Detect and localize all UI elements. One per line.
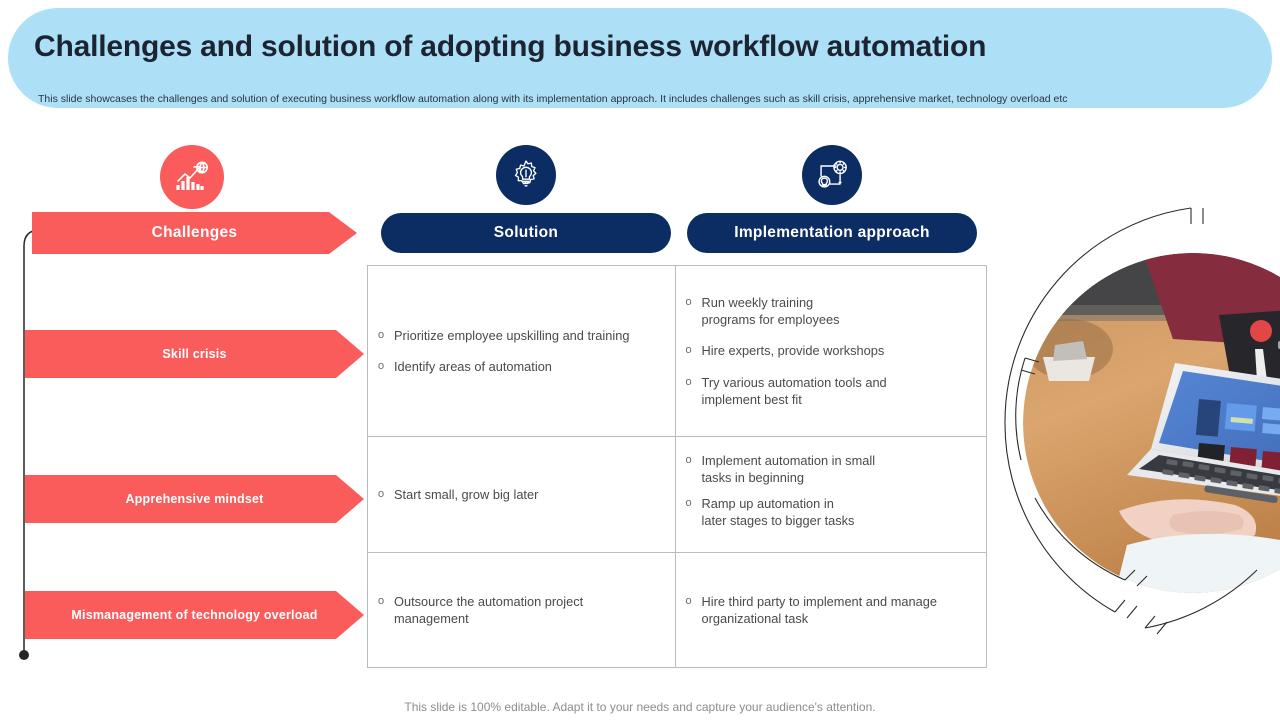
- implementation-bullets-3: o Hire third party to implement and mana…: [686, 593, 979, 627]
- challenge-label-text: Skill crisis: [162, 347, 227, 361]
- list-item: o Identify areas of automation: [378, 358, 667, 375]
- list-item: o Hire experts, provide workshops: [686, 342, 979, 359]
- bullet-marker-icon: o: [685, 375, 692, 388]
- bullet-marker-icon: o: [685, 594, 692, 607]
- challenge-label-text: Mismanagement of technology overload: [71, 608, 318, 622]
- bullet-marker-icon: o: [378, 594, 385, 607]
- header-banner: Challenges and solution of adopting busi…: [8, 8, 1272, 108]
- table-row: o Outsource the automation project manag…: [368, 553, 986, 667]
- list-item-text: Hire third party to implement and manage…: [701, 593, 937, 626]
- solution-cell-3: o Outsource the automation project manag…: [368, 553, 676, 667]
- challenge-label-2: Apprehensive mindset: [25, 475, 364, 523]
- bullet-marker-icon: o: [685, 454, 692, 467]
- bullet-marker-icon: o: [378, 328, 385, 341]
- column-header-solution-label: Solution: [493, 224, 559, 241]
- bullet-marker-icon: o: [378, 487, 385, 500]
- list-item-text: Implement automation in small tasks in b…: [701, 453, 876, 486]
- solution-bullets-2: o Start small, grow big later: [378, 486, 667, 503]
- solution-bullets-3: o Outsource the automation project manag…: [378, 593, 667, 627]
- implementation-cell-1: o Run weekly training programs for emplo…: [676, 266, 987, 436]
- list-item: o Implement automation in small tasks in…: [686, 452, 979, 486]
- lightbulb-gear-icon: [496, 145, 556, 205]
- bullet-marker-icon: o: [685, 344, 692, 357]
- solution-cell-2: o Start small, grow big later: [368, 437, 676, 552]
- solution-bullets-1: o Prioritize employee upskilling and tra…: [378, 327, 667, 375]
- growth-chart-icon: [160, 145, 224, 209]
- table-row: o Start small, grow big later o Implemen…: [368, 437, 986, 553]
- footer-note: This slide is 100% editable. Adapt it to…: [404, 700, 876, 714]
- list-item-text: Identify areas of automation: [394, 359, 552, 374]
- list-item: o Outsource the automation project manag…: [378, 593, 667, 627]
- challenge-label-1: Skill crisis: [25, 330, 364, 378]
- list-item-text: Ramp up automation in later stages to bi…: [701, 495, 855, 528]
- list-item: o Run weekly training programs for emplo…: [686, 294, 979, 328]
- table-row: o Prioritize employee upskilling and tra…: [368, 266, 986, 437]
- column-header-challenges-label: Challenges: [151, 224, 238, 241]
- list-item-text: Outsource the automation project managem…: [394, 593, 584, 626]
- list-item-text: Start small, grow big later: [394, 486, 539, 502]
- column-header-challenges: Challenges: [32, 212, 357, 254]
- bullet-marker-icon: o: [685, 296, 692, 309]
- implementation-cell-2: o Implement automation in small tasks in…: [676, 437, 987, 552]
- implementation-cell-3: o Hire third party to implement and mana…: [676, 553, 987, 667]
- photo-ring-decoration: [1004, 207, 1258, 635]
- decorative-photo: [995, 198, 1280, 650]
- challenge-label-text: Apprehensive mindset: [125, 492, 264, 506]
- bullet-marker-icon: o: [685, 496, 692, 509]
- implementation-bullets-1: o Run weekly training programs for emplo…: [686, 294, 979, 407]
- challenge-label-3: Mismanagement of technology overload: [25, 591, 364, 639]
- list-item: o Ramp up automation in later stages to …: [686, 495, 979, 529]
- column-header-implementation: Implementation approach: [687, 213, 977, 253]
- column-header-implementation-label: Implementation approach: [734, 224, 930, 241]
- photo-circle-mask: [1023, 253, 1280, 593]
- list-item: o Hire third party to implement and mana…: [686, 593, 979, 627]
- list-item: o Try various automation tools and imple…: [686, 374, 979, 408]
- workflow-process-icon: [802, 145, 862, 205]
- list-item-text: Try various automation tools and impleme…: [701, 374, 887, 407]
- list-item: o Start small, grow big later: [378, 486, 667, 503]
- list-item-text: Prioritize employee upskilling and train…: [394, 327, 630, 343]
- page-title: Challenges and solution of adopting busi…: [34, 30, 987, 63]
- solution-cell-1: o Prioritize employee upskilling and tra…: [368, 266, 676, 436]
- column-header-solution: Solution: [381, 213, 671, 253]
- comparison-table: o Prioritize employee upskilling and tra…: [367, 265, 987, 668]
- page-subtitle: This slide showcases the challenges and …: [38, 93, 1068, 105]
- list-item-text: Hire experts, provide workshops: [701, 343, 885, 359]
- implementation-bullets-2: o Implement automation in small tasks in…: [686, 452, 979, 536]
- bullet-marker-icon: o: [378, 360, 385, 372]
- list-item: o Prioritize employee upskilling and tra…: [378, 327, 667, 344]
- list-item-text: Run weekly training programs for employe…: [701, 295, 840, 328]
